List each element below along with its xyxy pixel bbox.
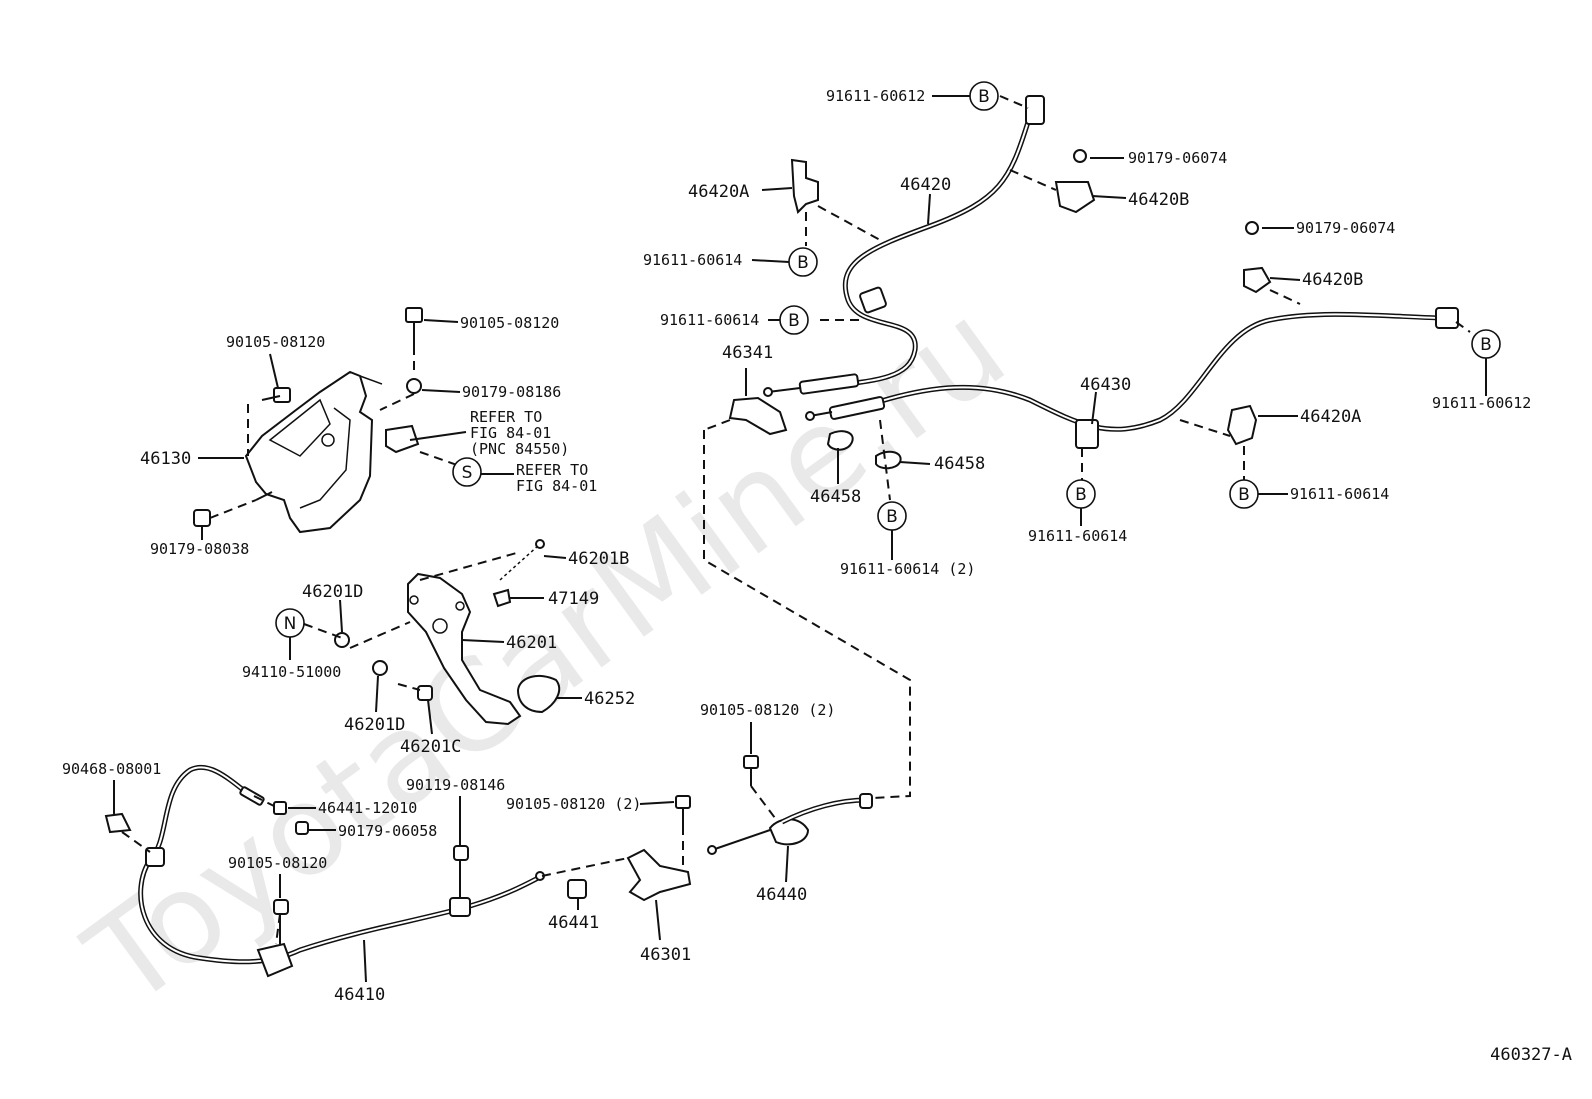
label-46252: 46252 [584,689,635,709]
marker-b-center: B [1066,479,1096,509]
marker-b-left-upper: B [788,247,818,277]
label-47149: 47149 [548,589,599,609]
label-46301: 46301 [640,945,691,965]
label-refer-to-1: REFER TO [470,408,542,426]
label-46201D-lower: 46201D [344,715,405,735]
label-91611-60614-d: 91611-60614 [1290,485,1389,503]
label-46410: 46410 [334,985,385,1005]
marker-s: S [452,457,482,487]
label-90105-08120-a: 90105-08120 [226,333,325,351]
label-46420A-lower: 46420A [1300,407,1361,427]
label-46201D-upper: 46201D [302,582,363,602]
label-91611-60612-top: 91611-60612 [826,87,925,105]
bracket-46341 [728,368,788,436]
pedal-small-parts [303,539,545,701]
svg-text:B: B [1075,485,1087,505]
svg-text:S: S [462,463,473,483]
svg-text:N: N [284,614,297,634]
bushing-46441 [541,857,629,899]
cable-46420 [799,121,1031,391]
label-90179-06058: 90179-06058 [338,822,437,840]
label-91611-60614-a: 91611-60614 [643,251,742,269]
svg-text:B: B [797,253,809,273]
marker-b-top: B [969,81,999,111]
svg-text:B: B [1480,335,1492,355]
svg-text:B: B [978,87,990,107]
marker-b-right-lower: B [1229,479,1259,509]
label-46440: 46440 [756,885,807,905]
svg-text:B: B [788,311,800,331]
label-leaders [113,95,1487,983]
part-labels: 91611-60612 90179-06074 46420B 46420 464… [62,87,1572,1065]
label-90119-08146: 90119-08146 [406,776,505,794]
label-90179-08038: 90179-08038 [150,540,249,558]
cable-end-46430 [805,307,1459,449]
leaders-46130 [209,346,461,519]
label-90179-06074-upper: 90179-06074 [1128,149,1227,167]
lever-46301 [626,795,692,902]
label-46201: 46201 [506,633,557,653]
label-fig-84-01-2: FIG 84-01 [516,477,597,495]
label-90468-08001: 90468-08001 [62,760,161,778]
label-90105-08120-2-b: 90105-08120 (2) [506,795,641,813]
label-46458-left: 46458 [810,487,861,507]
pedal-pad-46252 [516,674,561,714]
label-94110-51000: 94110-51000 [242,663,341,681]
label-90105-08120-2-a: 90105-08120 (2) [700,701,835,719]
bracket-46420B-upper [1054,149,1096,214]
equalizer-46440 [707,755,873,855]
label-46201B: 46201B [568,549,629,569]
label-46441: 46441 [548,913,599,933]
label-46420A-upper: 46420A [688,182,749,202]
marker-b-right-end: B [1471,329,1501,359]
label-pnc-84550: (PNC 84550) [470,440,569,458]
label-46341: 46341 [722,343,773,363]
label-91611-60614-2: 91611-60614 (2) [840,560,975,578]
label-refer-to-2: REFER TO [516,461,588,479]
marker-n: N [275,608,305,638]
label-90105-08120-b: 90105-08120 [460,314,559,332]
bracket-46420A-upper [790,158,819,214]
marker-b-clip: B [877,501,907,531]
label-46130: 46130 [140,449,191,469]
label-46201C: 46201C [400,737,461,757]
cable-46410-fittings [104,786,545,978]
label-46430: 46430 [1080,375,1131,395]
label-90105-08120-c: 90105-08120 [228,854,327,872]
bracket-46420B-lower [1243,221,1272,294]
label-46458-right: 46458 [934,454,985,474]
label-91611-60612-right: 91611-60612 [1432,394,1531,412]
label-91611-60614-c: 91611-60614 [1028,527,1127,545]
bracket-46420A-lower [1226,404,1258,446]
label-90179-08186: 90179-08186 [462,383,561,401]
label-46420: 46420 [900,175,951,195]
label-46420B-lower: 46420B [1302,270,1363,290]
bracket-46130 [244,370,383,534]
label-46441-12010: 46441-12010 [318,799,417,817]
cable-end-upper-46420 [763,95,1045,397]
svg-text:B: B [886,507,898,527]
pedal-46201 [407,572,522,726]
label-fig-84-01-1: FIG 84-01 [470,424,551,442]
leaders-right [703,95,1471,799]
clip-46458 [826,430,902,470]
svg-text:B: B [1238,485,1250,505]
label-90179-06074-lower: 90179-06074 [1296,219,1395,237]
figure-code: 460327-A [1490,1045,1572,1065]
bolts-46130 [193,307,423,527]
label-91611-60614-b: 91611-60614 [660,311,759,329]
marker-b-left-middle: B [779,305,809,335]
label-46420B-upper: 46420B [1128,190,1189,210]
cable-46430 [877,311,1441,432]
